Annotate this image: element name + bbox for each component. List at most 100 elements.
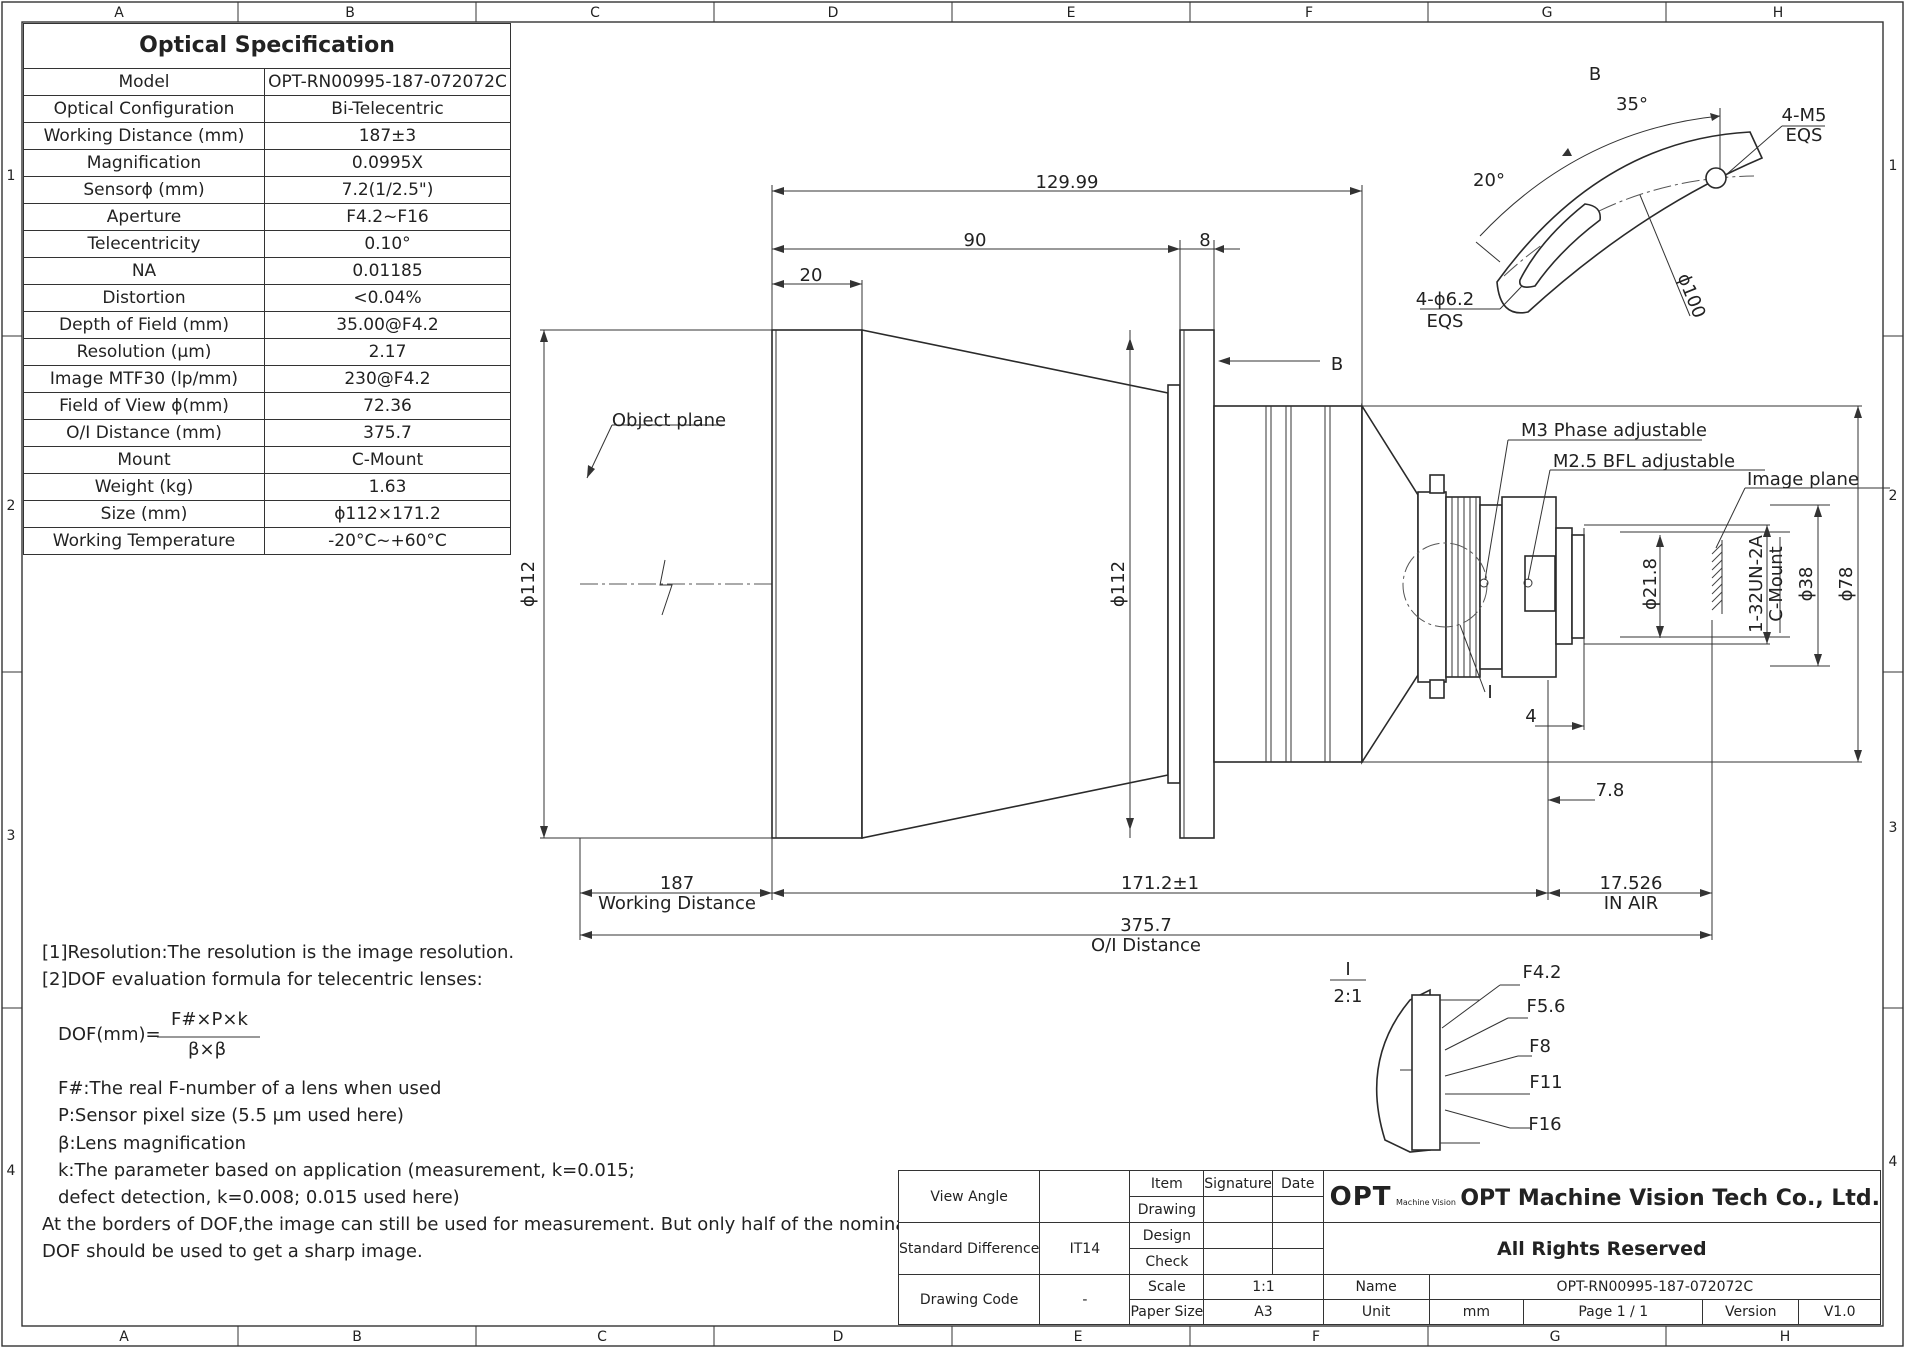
tb-check: Check (1129, 1248, 1205, 1275)
f-stop: F5.6 (1527, 996, 1566, 1017)
tb-unit-value: mm (1428, 1299, 1525, 1325)
oi-value: 375.7 (1120, 915, 1172, 936)
note-resolution: [1]Resolution:The resolution is the imag… (42, 942, 515, 963)
dim-4: 4 (1525, 706, 1536, 727)
tb-name-value: OPT-RN00995-187-072072C (1428, 1274, 1882, 1300)
spec-value: 375.7 (264, 419, 511, 447)
spec-value: 7.2(1/2.5") (264, 176, 511, 204)
spec-row: Working Temperature-20°C~+60°C (23, 527, 511, 555)
object-plane-label: Object plane (612, 410, 726, 431)
spec-label: Aperture (23, 203, 265, 231)
dia-112-left: ϕ112 (518, 561, 539, 607)
thread-2: C-Mount (1766, 546, 1787, 621)
dim-7-8: 7.8 (1596, 780, 1625, 801)
spec-label: Model (23, 68, 265, 96)
spec-value: -20°C~+60°C (264, 527, 511, 555)
spec-label: O/I Distance (mm) (23, 419, 265, 447)
tb-design: Design (1129, 1222, 1205, 1249)
spec-row: Sensorϕ (mm)7.2(1/2.5") (23, 176, 511, 204)
spec-label: Distortion (23, 284, 265, 312)
spec-value: Bi-Telecentric (264, 95, 511, 123)
dimension-lines (540, 185, 1890, 940)
spec-row: Image MTF30 (lp/mm)230@F4.2 (23, 365, 511, 393)
detail-circle (1402, 542, 1488, 628)
note-k-def-1: k:The parameter based on application (me… (58, 1160, 635, 1181)
slot-hole (1518, 203, 1602, 288)
mount-flange (1179, 329, 1215, 839)
rear-taper (1361, 403, 1419, 765)
view-angle-symbol (1039, 1170, 1131, 1223)
detail-marker: I (1487, 682, 1492, 703)
tb-paper: Paper Size (1129, 1299, 1205, 1325)
detail-view (1330, 979, 1532, 1153)
formula-prefix: DOF(mm)= (58, 1024, 161, 1045)
dimension-labels: 129.99 90 8 20 B Object plane ϕ112 ϕ112 … (518, 172, 1859, 956)
spec-row: Field of View ϕ(mm)72.36 (23, 392, 511, 420)
std-diff-value: IT14 (1039, 1222, 1131, 1275)
detail-labels: I 2:1 F4.2 F5.6 F8 F11 F16 (1334, 959, 1566, 1135)
note-f-def: F#:The real F-number of a lens when used (58, 1078, 442, 1099)
dia-21-8: ϕ21.8 (1640, 558, 1661, 610)
angle-35: 35° (1616, 94, 1648, 115)
spec-label: Sensorϕ (mm) (23, 176, 265, 204)
note-border-2: DOF should be used to get a sharp image. (42, 1241, 423, 1262)
row-label: 3 (1889, 820, 1898, 836)
tb-unit: Unit (1322, 1299, 1430, 1325)
view-angle-label: View Angle (897, 1170, 1041, 1223)
lens-drawing (580, 329, 1723, 839)
aperture-ring (1417, 491, 1447, 683)
formula-denominator: β×β (188, 1039, 227, 1060)
view-b-arrow-label: B (1331, 354, 1343, 375)
row-label: 4 (7, 1163, 16, 1179)
spec-value: F4.2~F16 (264, 203, 511, 231)
tb-name: Name (1322, 1274, 1430, 1300)
tb-paper-value: A3 (1203, 1299, 1324, 1325)
spec-row: Depth of Field (mm)35.00@F4.2 (23, 311, 511, 339)
spec-value: 72.36 (264, 392, 511, 420)
spec-value: 0.0995X (264, 149, 511, 177)
tb-signature: Signature (1203, 1170, 1273, 1197)
col-label: F (1312, 1329, 1320, 1345)
col-label: D (828, 5, 839, 21)
f-stop: F4.2 (1523, 962, 1562, 983)
row-label: 3 (7, 828, 16, 844)
spec-label: Image MTF30 (lp/mm) (23, 365, 265, 393)
dia-78: ϕ78 (1836, 567, 1857, 602)
rear-tube (1213, 405, 1363, 763)
spec-value: OPT-RN00995-187-072072C (264, 68, 511, 96)
spec-value: 35.00@F4.2 (264, 311, 511, 339)
m5-hole (1705, 167, 1727, 189)
spec-value: 0.01185 (264, 257, 511, 285)
drawing-code-value: - (1039, 1274, 1131, 1325)
row-label: 4 (1889, 1154, 1898, 1170)
spec-label: Weight (kg) (23, 473, 265, 501)
rights-reserved: All Rights Reserved (1322, 1222, 1882, 1275)
hole-label-2: EQS (1427, 311, 1464, 332)
detail-title: I (1345, 959, 1350, 980)
note-k-def-2: defect detection, k=0.008; 0.015 used he… (58, 1187, 460, 1208)
tb-scale-value: 1:1 (1203, 1274, 1324, 1300)
logo-sub: Machine Vision (1396, 1197, 1456, 1207)
angle-20: 20° (1473, 170, 1505, 191)
note-border-1: At the borders of DOF,the image can stil… (42, 1214, 912, 1235)
row-label: 1 (7, 168, 16, 184)
dim-20: 20 (800, 265, 823, 286)
dia-112-mid: ϕ112 (1108, 561, 1129, 607)
spec-value: <0.04% (264, 284, 511, 312)
col-label: E (1067, 5, 1076, 21)
grid-labels: A B C D E F G H A B C D E F G H 1 2 3 4 … (7, 5, 1898, 1345)
m5-label-1: 4-M5 (1782, 105, 1827, 126)
view-b-drawing (1420, 108, 1825, 317)
thread-1: 1-32UN-2A (1746, 534, 1767, 632)
dim-8: 8 (1199, 230, 1210, 251)
spec-label: Depth of Field (mm) (23, 311, 265, 339)
spec-title: Optical Specification (23, 23, 511, 69)
col-label: H (1773, 5, 1784, 21)
air-label: IN AIR (1604, 893, 1659, 914)
spec-label: Working Temperature (23, 527, 265, 555)
